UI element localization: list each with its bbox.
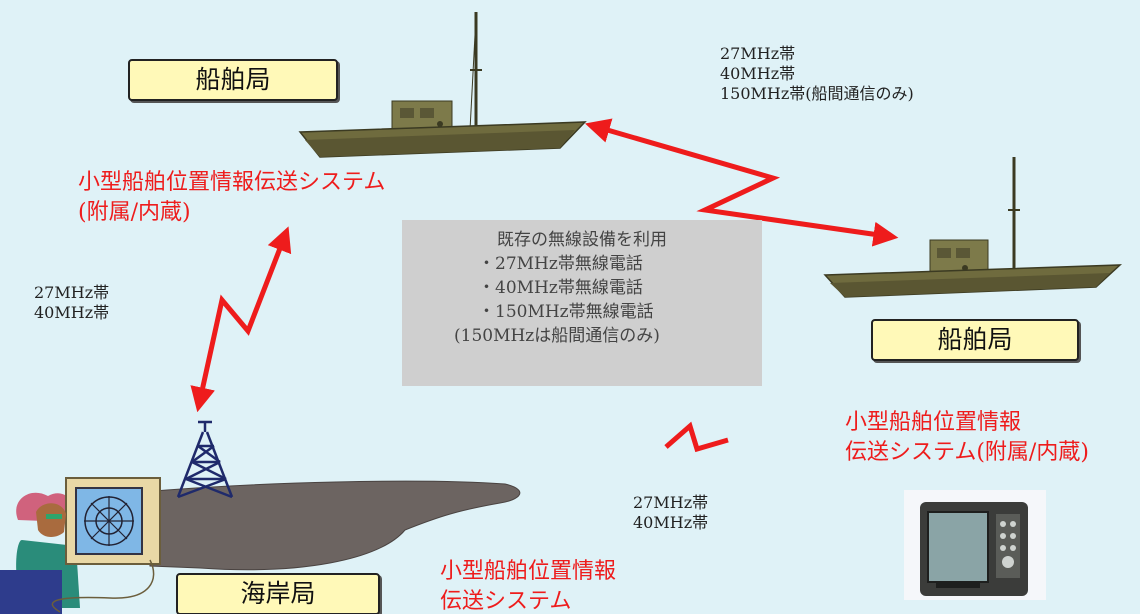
info-box-bullet: ・150MHz帯無線電話: [478, 302, 654, 322]
frequency-27mhz: 27MHz帯: [720, 44, 796, 63]
coast-to-device-signal: [664, 421, 729, 453]
existing-radio-info-box: 既存の無線設備を利用 ・27MHz帯無線電話 ・40MHz帯無線電話 ・150M…: [402, 220, 762, 386]
ship-to-ship-arrow: [584, 118, 899, 247]
system-label-bottom: 小型船舶位置情報 伝送システム: [440, 557, 616, 614]
system-label-bottom-line1: 小型船舶位置情報: [440, 559, 617, 584]
coast-station-box: 海岸局: [176, 573, 380, 614]
info-box-bullet: ・40MHz帯無線電話: [478, 278, 643, 298]
system-label-right-line1: 小型船舶位置情報: [845, 410, 1022, 435]
coast-to-ship-arrow: [190, 226, 292, 413]
ship-station-box-right: 船舶局: [871, 319, 1079, 361]
system-label-top: 小型船舶位置情報伝送システム (附属/内蔵): [78, 168, 385, 228]
position-plotter-device-icon: [904, 490, 1046, 600]
operator-computer-icon: [0, 477, 161, 614]
frequency-27mhz: 27MHz帯: [34, 283, 110, 302]
info-box-title: 既存の無線設備を利用: [497, 230, 667, 250]
frequency-150mhz: 150MHz帯(船間通信のみ): [720, 84, 914, 103]
ship-top-illustration: [298, 12, 587, 158]
ship-right-illustration: [823, 157, 1123, 298]
system-label-top-line2: (附属/内蔵): [78, 200, 191, 225]
radio-tower-icon: [176, 420, 234, 499]
frequency-40mhz: 40MHz帯: [720, 64, 796, 83]
system-label-top-line1: 小型船舶位置情報伝送システム: [78, 170, 386, 195]
frequency-40mhz: 40MHz帯: [34, 303, 110, 322]
info-box-note: (150MHzは船間通信のみ): [454, 326, 660, 346]
frequency-27mhz: 27MHz帯: [633, 493, 709, 512]
system-label-right-line2: 伝送システム(附属/内蔵): [845, 440, 1089, 465]
frequency-label-coast-to-ship: 27MHz帯 40MHz帯: [34, 283, 109, 323]
system-label-bottom-line2: 伝送システム: [440, 589, 572, 614]
info-box-bullet: ・27MHz帯無線電話: [478, 254, 643, 274]
system-label-right: 小型船舶位置情報 伝送システム(附属/内蔵): [845, 408, 1089, 468]
ship-station-box-top: 船舶局: [128, 59, 338, 101]
frequency-label-ship-to-ship: 27MHz帯 40MHz帯 150MHz帯(船間通信のみ): [720, 44, 914, 104]
frequency-label-coast-to-device: 27MHz帯 40MHz帯: [633, 493, 708, 533]
frequency-40mhz: 40MHz帯: [633, 513, 709, 532]
coast-land: [141, 480, 521, 571]
